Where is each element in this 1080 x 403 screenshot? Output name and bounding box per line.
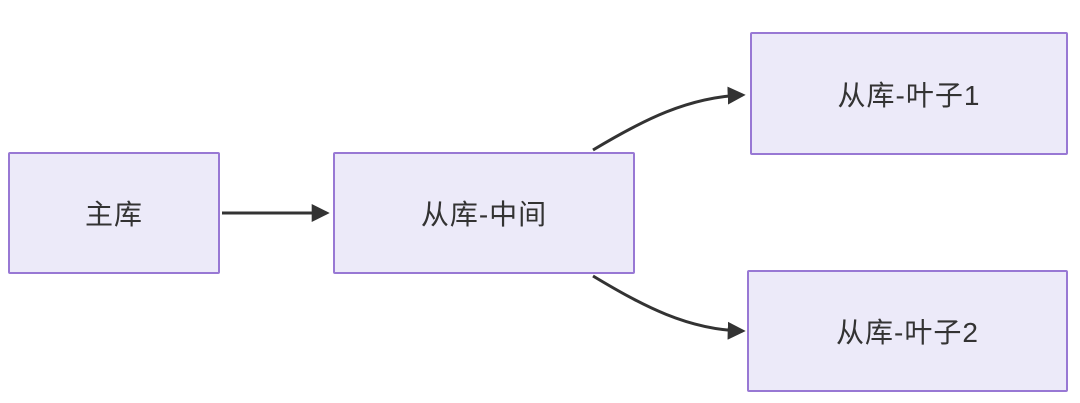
- node-leaf2: 从库-叶子2: [747, 270, 1068, 392]
- node-master-label: 主库: [84, 199, 143, 230]
- edge-middle-to-leaf2: [592, 274, 746, 340]
- edge-middle-to-leaf1: [592, 86, 746, 152]
- node-leaf1: 从库-叶子1: [750, 32, 1068, 155]
- node-leaf1-label: 从库-叶子1: [837, 79, 981, 111]
- node-leaf2-label: 从库-叶子2: [836, 317, 979, 348]
- node-middle-label: 从库-中间: [420, 199, 548, 230]
- node-master: 主库: [8, 152, 220, 274]
- node-middle: 从库-中间: [333, 152, 635, 274]
